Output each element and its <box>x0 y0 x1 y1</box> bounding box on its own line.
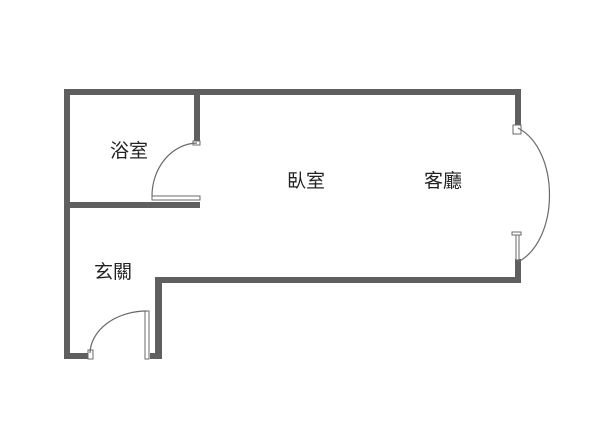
entrance-door <box>87 310 150 360</box>
bathroom-door-leaf <box>151 195 201 201</box>
bay-window-arc <box>517 127 551 263</box>
entrance-door-leaf <box>144 310 150 360</box>
bathroom-door <box>151 140 201 201</box>
wall-bottom-left <box>64 353 88 359</box>
bay-window-sill <box>515 232 520 261</box>
bay-window <box>511 124 551 263</box>
room-label-bathroom: 浴室 <box>110 140 148 162</box>
room-label-entrance: 玄關 <box>94 261 132 283</box>
entrance-door-swing <box>89 310 148 354</box>
wall-right-top <box>515 89 521 125</box>
bathroom-door-swing <box>151 142 198 197</box>
room-label-bedroom: 臥室 <box>287 170 325 192</box>
walls <box>64 89 521 359</box>
wall-left <box>64 89 70 359</box>
bay-window-sill-cap <box>511 231 522 236</box>
room-label-living-room: 客廳 <box>424 170 462 192</box>
wall-entrance-inner <box>155 277 162 359</box>
wall-top <box>64 89 521 95</box>
wall-right-bottom <box>515 259 521 283</box>
wall-bathroom-bottom <box>64 202 200 208</box>
wall-bathroom-partition <box>194 89 200 141</box>
wall-bottom-long <box>155 277 521 283</box>
